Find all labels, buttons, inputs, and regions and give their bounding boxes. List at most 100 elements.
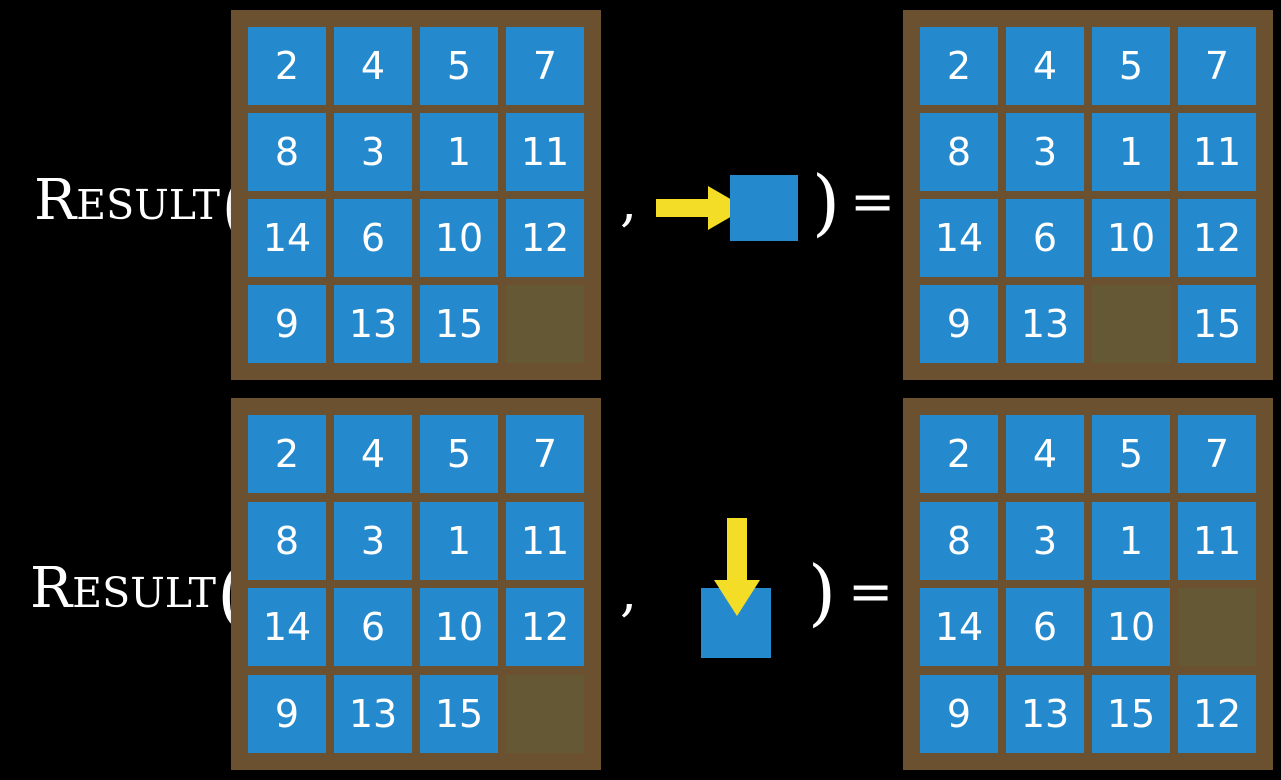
- board-cell[interactable]: 8: [916, 498, 1002, 585]
- tile: 14: [920, 588, 998, 667]
- tile: 10: [420, 199, 498, 277]
- board-cell[interactable]: 11: [1174, 498, 1260, 585]
- board-cell[interactable]: 11: [1174, 109, 1260, 195]
- tile: 3: [1006, 113, 1084, 191]
- board-cell[interactable]: 13: [1002, 671, 1088, 758]
- board-cell[interactable]: 6: [1002, 584, 1088, 671]
- board-cell[interactable]: 15: [416, 671, 502, 758]
- output-board-1: 2 4 5 7 8 3 1 11 14 6 10 12 9 13 15: [903, 10, 1273, 380]
- board-cell[interactable]: 2: [916, 23, 1002, 109]
- board-cell[interactable]: 1: [416, 498, 502, 585]
- board-cell[interactable]: 10: [1088, 195, 1174, 281]
- board-cell[interactable]: 2: [244, 23, 330, 109]
- equals-sign-row-2: =: [848, 560, 894, 623]
- board-cell[interactable]: 9: [916, 281, 1002, 367]
- tile: 4: [334, 27, 412, 105]
- tile: 13: [334, 285, 412, 363]
- board-cell[interactable]: 3: [1002, 109, 1088, 195]
- board-cell[interactable]: 13: [330, 281, 416, 367]
- board-cell[interactable]: 14: [916, 584, 1002, 671]
- board-cell[interactable]: 3: [1002, 498, 1088, 585]
- board-cell[interactable]: 10: [416, 584, 502, 671]
- tile: 14: [248, 199, 326, 277]
- tile: 13: [1006, 674, 1084, 753]
- tile: 4: [1006, 415, 1084, 494]
- tile: 8: [920, 113, 998, 191]
- tile: 5: [420, 27, 498, 105]
- board-cell[interactable]: 6: [1002, 195, 1088, 281]
- board-cell[interactable]: 4: [330, 23, 416, 109]
- board-cell[interactable]: 5: [416, 23, 502, 109]
- board-cell[interactable]: 4: [1002, 23, 1088, 109]
- board-cell[interactable]: 6: [330, 584, 416, 671]
- board-cell[interactable]: 10: [1088, 584, 1174, 671]
- board-cell[interactable]: 9: [244, 671, 330, 758]
- board-cell[interactable]: 11: [502, 498, 588, 585]
- tile: 11: [1178, 501, 1256, 580]
- board-cell[interactable]: 8: [244, 498, 330, 585]
- board-cell[interactable]: 9: [244, 281, 330, 367]
- tile: 2: [248, 27, 326, 105]
- close-paren-row-1: ): [812, 160, 841, 244]
- tile: 6: [1006, 199, 1084, 277]
- tile: 2: [920, 415, 998, 494]
- board-cell[interactable]: 7: [1174, 23, 1260, 109]
- board-cell[interactable]: 1: [416, 109, 502, 195]
- board-cell[interactable]: 6: [330, 195, 416, 281]
- tile: 1: [1092, 501, 1170, 580]
- tile: 10: [1092, 588, 1170, 667]
- board-cell[interactable]: 11: [502, 109, 588, 195]
- board-cell[interactable]: 15: [416, 281, 502, 367]
- board-cell[interactable]: 12: [1174, 671, 1260, 758]
- tile: 15: [420, 285, 498, 363]
- board-cell-empty[interactable]: [1088, 281, 1174, 367]
- input-board-1: 2 4 5 7 8 3 1 11 14 6 10 12 9 13 15: [231, 10, 601, 380]
- board-cell[interactable]: 9: [916, 671, 1002, 758]
- board-cell[interactable]: 12: [1174, 195, 1260, 281]
- tile: [506, 285, 584, 363]
- board-cell[interactable]: 2: [916, 411, 1002, 498]
- board-cell[interactable]: 3: [330, 498, 416, 585]
- board-cell[interactable]: 2: [244, 411, 330, 498]
- board-cell[interactable]: 3: [330, 109, 416, 195]
- board-cell[interactable]: 7: [502, 411, 588, 498]
- board-cell[interactable]: 4: [1002, 411, 1088, 498]
- tile: [1092, 285, 1170, 363]
- board-cell-empty[interactable]: [502, 281, 588, 367]
- board-cell-empty[interactable]: [502, 671, 588, 758]
- board-cell[interactable]: 5: [416, 411, 502, 498]
- board-cell[interactable]: 13: [330, 671, 416, 758]
- board-cell[interactable]: 14: [244, 195, 330, 281]
- tile: 7: [506, 415, 584, 494]
- board-cell[interactable]: 5: [1088, 411, 1174, 498]
- board-cell[interactable]: 1: [1088, 498, 1174, 585]
- board-cell[interactable]: 14: [916, 195, 1002, 281]
- tile: 7: [506, 27, 584, 105]
- board-cell[interactable]: 14: [244, 584, 330, 671]
- operand-tile-row-1[interactable]: [730, 175, 798, 241]
- board-cell[interactable]: 13: [1002, 281, 1088, 367]
- tile: 15: [1178, 285, 1256, 363]
- tile: 11: [506, 501, 584, 580]
- tile: 11: [506, 113, 584, 191]
- board-cell[interactable]: 1: [1088, 109, 1174, 195]
- tile: 2: [248, 415, 326, 494]
- board-cell[interactable]: 10: [416, 195, 502, 281]
- tile: 9: [920, 674, 998, 753]
- board-cell-empty[interactable]: [1174, 584, 1260, 671]
- tile: 10: [420, 588, 498, 667]
- board-cell[interactable]: 12: [502, 195, 588, 281]
- board-cell[interactable]: 15: [1088, 671, 1174, 758]
- board-cell[interactable]: 12: [502, 584, 588, 671]
- board-cell[interactable]: 8: [916, 109, 1002, 195]
- board-cell[interactable]: 7: [1174, 411, 1260, 498]
- tile: 3: [334, 501, 412, 580]
- board-cell[interactable]: 8: [244, 109, 330, 195]
- board-cell[interactable]: 5: [1088, 23, 1174, 109]
- board-cell[interactable]: 7: [502, 23, 588, 109]
- input-board-2: 2 4 5 7 8 3 1 11 14 6 10 12 9 13 15: [231, 398, 601, 770]
- comma-separator-row-1: ,: [620, 170, 638, 233]
- board-cell[interactable]: 15: [1174, 281, 1260, 367]
- arrow-right-icon: [656, 186, 746, 230]
- board-cell[interactable]: 4: [330, 411, 416, 498]
